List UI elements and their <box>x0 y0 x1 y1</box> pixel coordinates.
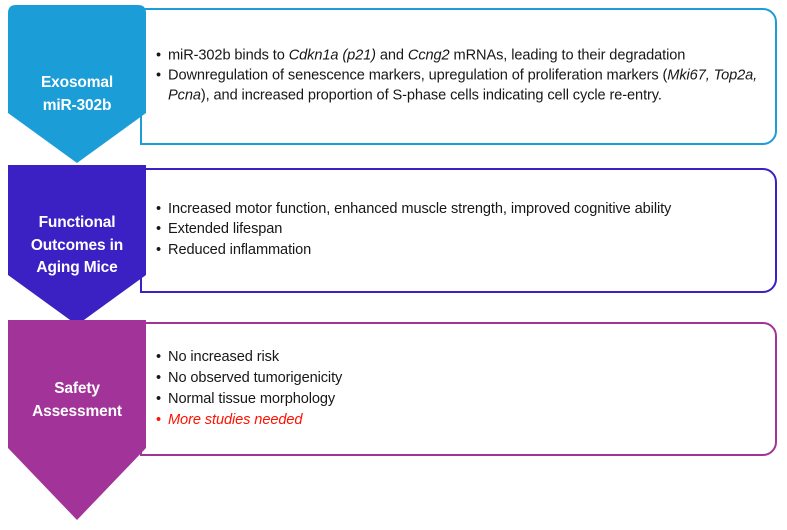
bullet-normal-tissue-morphology: Normal tissue morphology <box>156 390 765 410</box>
bullet-motor-muscle-cognition: Increased motor function, enhanced muscl… <box>156 200 765 220</box>
bullet-text-segment: and <box>375 47 408 64</box>
bullet-text-segment: miR-302b binds to <box>168 47 289 64</box>
bullet-list-exosomal-mir-302b: miR-302b binds to Cdkn1a (p21) and Ccng2… <box>156 46 765 107</box>
bullet-list-safety-assessment: No increased risk No observed tumorigenic… <box>156 348 765 430</box>
content-box-safety-assessment: No increased risk No observed tumorigenic… <box>140 322 777 456</box>
bullet-text-segment: ), and increased proportion of S-phase c… <box>200 87 662 104</box>
bullet-more-studies-needed: More studies needed <box>156 410 765 430</box>
content-box-functional-outcomes: Increased motor function, enhanced muscl… <box>140 168 777 293</box>
chevron-shape <box>8 320 146 520</box>
chevron-shape <box>8 5 146 163</box>
bullet-text-segment: Reduced inflammation <box>168 242 312 259</box>
bullet-no-tumorigenicity: No observed tumorigenicity <box>156 369 765 389</box>
bullet-no-increased-risk: No increased risk <box>156 348 765 368</box>
bullet-extended-lifespan: Extended lifespan <box>156 221 765 241</box>
bullet-text-segment: No observed tumorigenicity <box>168 369 343 386</box>
bullet-text-segment: Cdkn1a (p21) <box>288 47 376 64</box>
bullet-senescence-downregulation: Downregulation of senescence markers, up… <box>156 67 765 107</box>
chevron-shape <box>8 165 146 325</box>
bullet-text-segment: Ccng2 <box>407 47 450 64</box>
bullet-reduced-inflammation: Reduced inflammation <box>156 241 765 261</box>
bullet-mir-302b-binding: miR-302b binds to Cdkn1a (p21) and Ccng2… <box>156 46 765 66</box>
bullet-text-segment: Extended lifespan <box>168 221 283 238</box>
bullet-text-segment: Normal tissue morphology <box>168 390 336 407</box>
bullet-text-segment: More studies needed <box>168 411 303 428</box>
bullet-list-functional-outcomes: Increased motor function, enhanced muscl… <box>156 200 765 262</box>
content-box-exosomal-mir-302b: miR-302b binds to Cdkn1a (p21) and Ccng2… <box>140 8 777 145</box>
bullet-text-segment: Increased motor function, enhanced muscl… <box>168 200 672 217</box>
bullet-text-segment: Mki67, Top2a, Pcna <box>168 68 758 104</box>
bullet-text-segment: mRNAs, leading to their degradation <box>449 47 686 64</box>
bullet-text-segment: No increased risk <box>168 348 280 365</box>
bullet-text-segment: Downregulation of senescence markers, up… <box>168 68 668 85</box>
